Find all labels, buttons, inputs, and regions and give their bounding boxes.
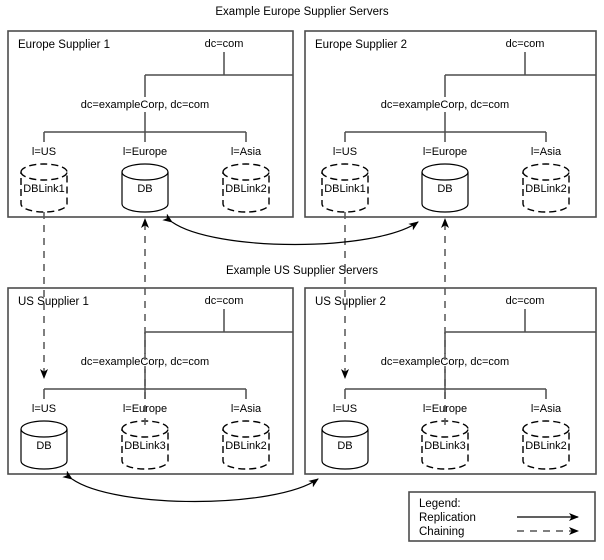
db-cylinder-dblink	[222, 163, 270, 213]
db-label-1: DBLink3	[124, 440, 166, 452]
legend: Legend: Replication Chaining	[408, 491, 596, 542]
legend-title: Legend:	[419, 498, 461, 510]
node-label-0: l=US	[32, 146, 56, 158]
db-label-1: DB	[437, 183, 452, 195]
replication-arrow-us	[62, 470, 319, 503]
server-box	[7, 30, 294, 218]
server-title: US Supplier 1	[18, 296, 89, 308]
server-title: US Supplier 2	[315, 296, 386, 308]
db-cylinder-dblink	[222, 420, 270, 470]
tree-root-connector	[444, 52, 596, 97]
db-label-0: DB	[337, 440, 352, 452]
db-cylinder-dblink	[522, 163, 570, 213]
server-europe-supplier-1: Europe Supplier 1 dc=com dc=exampleCorp,…	[7, 30, 294, 218]
server-title: Europe Supplier 1	[18, 39, 110, 51]
tree-root-connector	[144, 309, 293, 354]
node-label-2: l=Asia	[531, 403, 562, 415]
server-box	[304, 30, 597, 218]
db-label-0: DBLink1	[23, 183, 65, 195]
server-us-supplier-1: US Supplier 1 dc=com dc=exampleCorp, dc=…	[7, 287, 294, 475]
server-title: Europe Supplier 2	[315, 39, 407, 51]
root-label: dc=com	[506, 295, 545, 307]
db-label-1: DB	[137, 183, 152, 195]
suffix-label: dc=exampleCorp, dc=com	[381, 356, 509, 368]
root-label: dc=com	[205, 38, 244, 50]
server-us-supplier-2: US Supplier 2 dc=com dc=exampleCorp, dc=…	[304, 287, 597, 475]
root-label: dc=com	[205, 295, 244, 307]
db-cylinder-database	[421, 163, 469, 213]
node-label-1: l=Europe	[423, 146, 467, 158]
group-title-us: Example US Supplier Servers	[226, 265, 378, 277]
db-cylinder-database	[121, 163, 169, 213]
db-label-2: DBLink2	[525, 440, 567, 452]
db-label-2: DBLink2	[225, 440, 267, 452]
server-box	[304, 287, 597, 475]
db-label-0: DBLink1	[324, 183, 366, 195]
suffix-label: dc=exampleCorp, dc=com	[81, 99, 209, 111]
db-cylinder-dblink	[20, 163, 68, 213]
tree-branch-connector	[43, 112, 247, 142]
node-label-0: l=US	[32, 403, 56, 415]
tree-root-connector	[444, 309, 596, 354]
db-cylinder-dblink	[321, 163, 369, 213]
suffix-label: dc=exampleCorp, dc=com	[81, 356, 209, 368]
db-cylinder-dblink	[522, 420, 570, 470]
suffix-label: dc=exampleCorp, dc=com	[381, 99, 509, 111]
legend-box	[408, 491, 596, 542]
node-label-0: l=US	[333, 146, 357, 158]
tree-root-connector	[144, 52, 293, 97]
db-label-1: DBLink3	[424, 440, 466, 452]
node-label-2: l=Asia	[231, 146, 262, 158]
root-label: dc=com	[506, 38, 545, 50]
db-label-2: DBLink2	[225, 183, 267, 195]
legend-label-chaining: Chaining	[419, 526, 464, 538]
db-label-2: DBLink2	[525, 183, 567, 195]
node-label-1: l=Europe	[123, 146, 167, 158]
group-title-europe: Example Europe Supplier Servers	[215, 6, 388, 18]
db-cylinder-dblink	[121, 420, 169, 470]
db-cylinder-dblink	[421, 420, 469, 470]
db-cylinder-database	[321, 420, 369, 470]
node-label-2: l=Asia	[231, 403, 262, 415]
legend-label-replication: Replication	[419, 512, 476, 524]
node-label-0: l=US	[333, 403, 357, 415]
db-cylinder-database	[20, 420, 68, 470]
replication-arrow-europe	[162, 213, 419, 246]
db-label-0: DB	[36, 440, 51, 452]
server-europe-supplier-2: Europe Supplier 2 dc=com dc=exampleCorp,…	[304, 30, 597, 218]
node-label-2: l=Asia	[531, 146, 562, 158]
tree-branch-connector	[344, 112, 547, 142]
